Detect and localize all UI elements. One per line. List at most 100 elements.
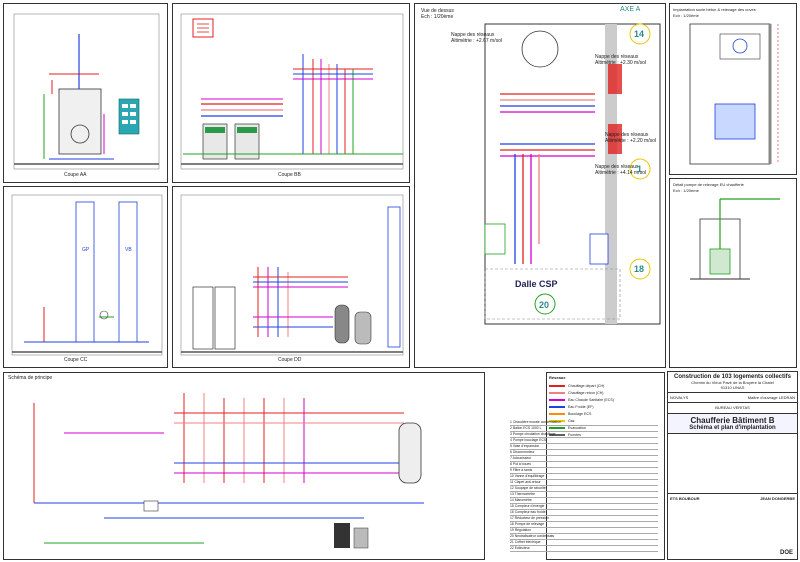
- legend-label: Gaz: [568, 418, 575, 423]
- cuve-drawing: [689, 23, 779, 165]
- table-row: 7 Adoucisseur: [510, 456, 658, 462]
- section-bb-drawing: [180, 13, 404, 170]
- legend-list: Chauffage départ (CH) Chauffage retour (C…: [547, 382, 664, 438]
- legend-title: Réseaux: [549, 375, 566, 380]
- company-block: ETS BOUBOUR JEAN DONGERBE: [668, 494, 797, 503]
- table-row: 22 Extincteur: [510, 546, 658, 552]
- bet-block: BUREAU VERITAS: [668, 403, 797, 414]
- grid-block: [668, 434, 797, 494]
- detail-scale: Ech : 1/20ème: [673, 188, 699, 193]
- client-name: NOVALYS: [670, 395, 689, 400]
- schema-title: Schéma de principe: [8, 375, 53, 381]
- table-row: 16 Compteur eau froide: [510, 510, 658, 516]
- legend-item: Bouclage ECS: [547, 410, 664, 417]
- project-city: 91310 LINAS: [720, 385, 745, 390]
- section-cc-caption: Coupe CC: [64, 357, 88, 363]
- nappe2-label: Nappe des réseaux: [595, 54, 639, 60]
- legend-swatch: [549, 419, 565, 422]
- detail-drawing: [690, 198, 780, 280]
- legend-panel: Réseaux Chauffage départ (CH) Chauffage r…: [546, 372, 665, 560]
- dalle-label: Dalle CSP: [515, 279, 558, 289]
- table-row: 8 Pot à boues: [510, 462, 658, 468]
- legend-swatch: [549, 405, 565, 408]
- title-block: Construction de 103 logements collectifs…: [667, 371, 798, 560]
- zone-14-label: 14: [634, 29, 645, 39]
- drawing-title-block: Chaufferie Bâtiment B Schéma et plan d'i…: [668, 414, 797, 434]
- schema-drawing: [33, 393, 424, 549]
- legend-item: Fumées: [547, 431, 664, 438]
- legend-item: Eau Chaude Sanitaire (ECS): [547, 396, 664, 403]
- detail-panel: Détail pompe de relevage EU chaufferie E…: [669, 178, 797, 368]
- bet-name: BUREAU VERITAS: [715, 405, 750, 410]
- project-name: Construction de 103 logements collectifs: [673, 374, 792, 380]
- table-row: 11 Clapet anti-retour: [510, 480, 658, 486]
- table-row: 6 Disconnecteur: [510, 450, 658, 456]
- legend-label: Eau Chaude Sanitaire (ECS): [568, 397, 614, 402]
- axe-label: AXE A: [620, 6, 641, 13]
- plan-scale: Ech : 1/20ème: [421, 14, 454, 20]
- zone-20-label: 20: [539, 300, 550, 310]
- legend-label: Chauffage retour (CH): [568, 390, 604, 395]
- table-row: 13 Thermomètre: [510, 492, 658, 498]
- section-cc-drawing: [11, 194, 163, 356]
- section-bb-panel: Coupe BB: [172, 3, 410, 183]
- section-aa-panel: Coupe AA: [3, 3, 168, 183]
- legend-swatch: [549, 412, 565, 415]
- nappe4-alt: Altimétrie : +4.14 m/sol: [595, 170, 646, 176]
- client-block: NOVALYS Maître d'ouvrage LEDRAN: [668, 393, 797, 403]
- schema-panel: Schéma de principe: [3, 372, 485, 560]
- plan-view-panel: Vue de dessus Ech : 1/20ème AXE A Nappe …: [414, 3, 666, 368]
- table-row: 21 Coffret électrique: [510, 540, 658, 546]
- ref-label: DOE: [779, 550, 793, 556]
- zone-1-label: 1: [637, 164, 643, 174]
- gp-label: GP: [82, 247, 90, 253]
- nappe2-alt: Altimétrie : +2.30 m/sol: [595, 60, 646, 66]
- drawing-subtitle: Schéma et plan d'implantation: [689, 425, 776, 431]
- table-row: 12 Soupape de sécurité: [510, 486, 658, 492]
- nappe1-alt: Altimétrie : +2.67 m/sol: [451, 38, 502, 44]
- table-row: 1 Chaudière murale condensation: [510, 420, 658, 426]
- nappe3-alt: Altimétrie : +2.20 m/sol: [605, 138, 656, 144]
- table-row: 14 Manomètre: [510, 498, 658, 504]
- vb-label: VB: [125, 247, 132, 253]
- legend-swatch: [549, 426, 565, 429]
- table-row: 19 Régulation: [510, 528, 658, 534]
- nappe3-label: Nappe des réseaux: [605, 132, 649, 138]
- section-dd-panel: Coupe DD: [172, 186, 410, 368]
- legend-item: Evacuation: [547, 424, 664, 431]
- drawing-title: Chaufferie Bâtiment B: [690, 416, 775, 425]
- legend-swatch: [549, 384, 565, 387]
- cuve-title: Implantation socle béton & relevage des …: [673, 7, 756, 12]
- plan-view-drawing: [484, 23, 661, 325]
- legend-item: Chauffage départ (CH): [547, 382, 664, 389]
- cuve-panel: Implantation socle béton & relevage des …: [669, 3, 797, 175]
- table-row: 20 Neutralisateur condensats: [510, 534, 658, 540]
- section-dd-caption: Coupe DD: [278, 357, 302, 363]
- table-row: 5 Vase d'expansion: [510, 444, 658, 450]
- nappe4-label: Nappe des réseaux: [595, 164, 639, 170]
- table-row: 9 Filtre à tamis: [510, 468, 658, 474]
- legend-label: Chauffage départ (CH): [568, 383, 605, 388]
- cuve-scale: Ech : 1/20ème: [673, 13, 699, 18]
- legend-swatch: [549, 433, 565, 436]
- table-row: 3 Pompe circulation chauffage: [510, 432, 658, 438]
- project-address: Chemin du Vieux Pavé de la Bruyère la Ch…: [691, 380, 774, 385]
- table-row: 17 Réducteur de pression: [510, 516, 658, 522]
- legend-item: Chauffage retour (CH): [547, 389, 664, 396]
- section-aa-drawing: [13, 13, 160, 170]
- table-row: 15 Compteur d'énergie: [510, 504, 658, 510]
- legend-item: Eau Froide (EF): [547, 403, 664, 410]
- legend-item: Gaz: [547, 417, 664, 424]
- section-aa-caption: Coupe AA: [64, 172, 87, 178]
- legend-label: Evacuation: [568, 425, 586, 430]
- legend-swatch: [549, 398, 565, 401]
- section-cc-panel: GP VB Coupe CC: [3, 186, 168, 368]
- legend-label: Bouclage ECS: [568, 411, 592, 416]
- legend-swatch: [549, 391, 565, 394]
- nappe1-label: Nappe des réseaux: [451, 32, 495, 38]
- table-row: 4 Pompe bouclage ECS: [510, 438, 658, 444]
- legend-label: Eau Froide (EF): [568, 404, 594, 409]
- section-dd-drawing: [180, 194, 404, 356]
- legend-label: Fumées: [568, 432, 581, 437]
